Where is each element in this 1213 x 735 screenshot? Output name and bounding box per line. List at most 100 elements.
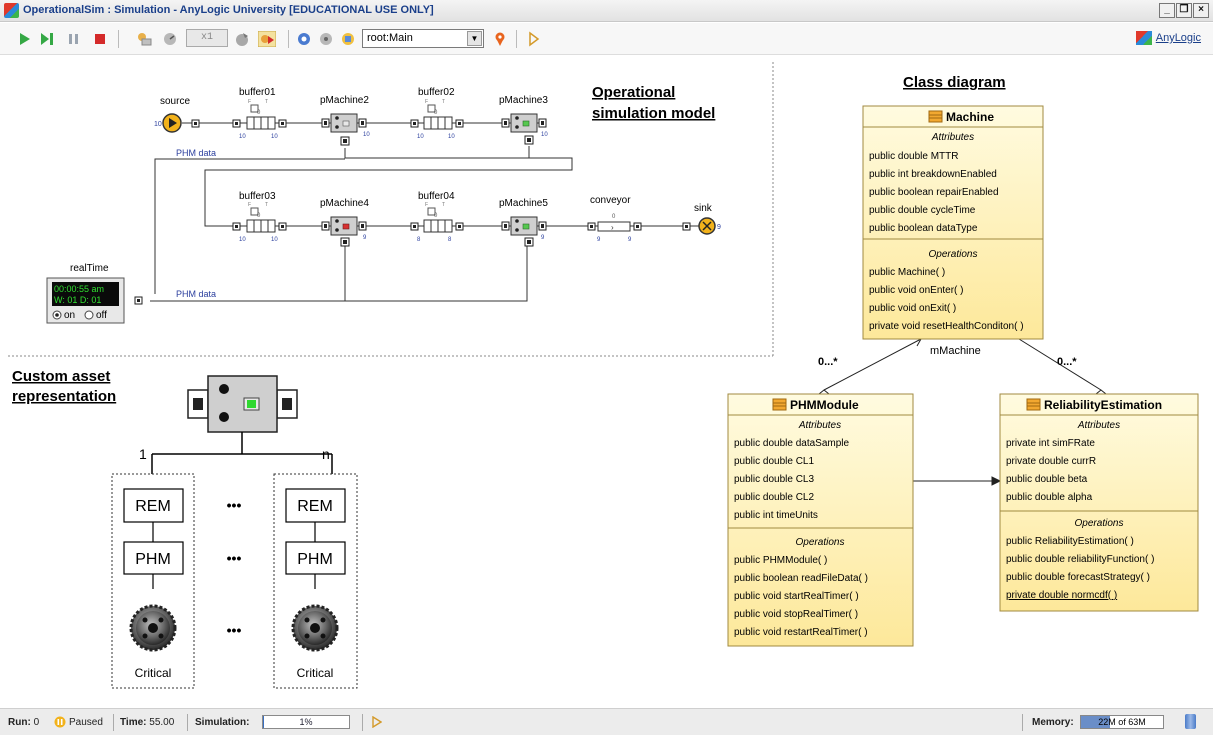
svg-text:10: 10 <box>541 132 548 138</box>
operation: public PHMModule( ) <box>734 555 827 566</box>
phm-label: PHM <box>135 551 171 568</box>
navigate-icon[interactable] <box>318 31 334 47</box>
buffer02-block[interactable]: buffer02 0 F T 10 10 <box>410 87 464 140</box>
svg-text:10: 10 <box>448 134 455 140</box>
pmachine2-label: pMachine2 <box>320 95 369 106</box>
attribute: public boolean dataType <box>869 223 978 234</box>
ellipsis-phm: ••• <box>227 550 242 566</box>
svg-text:0: 0 <box>257 213 261 219</box>
critical-label: Critical <box>297 666 334 680</box>
asset-machine-icon <box>151 375 333 474</box>
source-block[interactable]: source 10 <box>154 96 200 133</box>
on-label: on <box>64 310 75 321</box>
realtime-clock[interactable]: realTime 00:00:55 am W: 01 D: 01 on off <box>46 263 143 324</box>
toolbar-separator <box>516 30 517 48</box>
class-phmmodule[interactable]: PHMModule Attributes public double dataS… <box>727 393 914 647</box>
conveyor-block[interactable]: conveyor › 0 9 9 <box>587 195 642 243</box>
class-diagram-title: Class diagram <box>903 74 1006 91</box>
buffer04-label: buffer04 <box>418 191 455 202</box>
buffer02-label: buffer02 <box>418 87 455 98</box>
model-canvas[interactable]: PHM data PHM data source 10 buffer01 0 F… <box>0 56 1213 706</box>
association-name: mMachine <box>930 345 981 357</box>
paused-label: Paused <box>69 717 103 728</box>
play-icon <box>169 118 177 128</box>
svg-text:10: 10 <box>271 134 278 140</box>
sink-block[interactable]: sink 9 <box>682 203 721 235</box>
operation: public double reliabilityFunction( ) <box>1006 554 1154 565</box>
pmachine4-block[interactable]: pMachine4 9 <box>320 198 369 247</box>
class-reliabilityestimation[interactable]: ReliabilityEstimation Attributes private… <box>999 393 1199 612</box>
slowdown-icon[interactable] <box>136 31 152 47</box>
maximize-button[interactable]: ❐ <box>1176 3 1192 18</box>
zoom-field[interactable]: x1 <box>186 29 228 47</box>
view-selector[interactable]: root:Main ▼ <box>362 29 484 48</box>
off-radio[interactable] <box>84 310 94 320</box>
pause-icon[interactable] <box>68 31 80 47</box>
operations-header: Operations <box>796 537 845 548</box>
pmachine2-block[interactable]: pMachine2 10 <box>320 95 370 146</box>
rem-label: REM <box>297 498 333 515</box>
step-icon[interactable] <box>40 31 56 47</box>
pmachine5-block[interactable]: pMachine5 9 <box>499 198 548 247</box>
custom-asset-title-line1: Custom asset <box>12 368 110 385</box>
svg-text:0: 0 <box>612 214 616 220</box>
run-step-icon[interactable] <box>372 716 382 728</box>
pmachine4-label: pMachine4 <box>320 198 369 209</box>
play-icon[interactable] <box>18 31 32 47</box>
association-links <box>823 338 1102 486</box>
off-label: off <box>96 310 107 321</box>
anylogic-logo-icon <box>1135 31 1152 45</box>
svg-text:9: 9 <box>717 224 721 231</box>
conveyor-label: conveyor <box>590 195 631 206</box>
pmachine5-label: pMachine5 <box>499 198 548 209</box>
window-title: OperationalSim : Simulation - AnyLogic U… <box>23 4 434 16</box>
asset-count-n: n <box>322 446 330 462</box>
speedup-icon[interactable] <box>234 31 250 47</box>
attribute: public double beta <box>1006 474 1088 485</box>
operation: private double normcdf( ) <box>1006 590 1117 601</box>
attribute: private double currR <box>1006 456 1096 467</box>
run-step-icon[interactable] <box>528 31 540 47</box>
realtime-mode-icon[interactable] <box>258 31 276 47</box>
model-icon[interactable] <box>296 31 312 47</box>
phm-data-links <box>150 146 573 302</box>
status-separator <box>113 714 114 731</box>
map-pin-icon[interactable] <box>492 31 508 47</box>
pmachine3-block[interactable]: pMachine3 10 <box>499 95 548 145</box>
buffer03-block[interactable]: buffer03 0 F T 10 10 <box>232 191 287 243</box>
stop-icon[interactable] <box>94 31 106 47</box>
close-button[interactable]: × <box>1193 3 1209 18</box>
garbage-collect-icon[interactable] <box>1185 714 1196 729</box>
operation: public void onExit( ) <box>869 303 956 314</box>
status-separator <box>1022 714 1023 731</box>
paused-icon <box>54 716 66 728</box>
ellipsis-gear: ••• <box>227 622 242 638</box>
multiplicity-right: 0...* <box>1057 356 1077 368</box>
class-icon <box>1026 398 1041 411</box>
operation: public void restartRealTimer( ) <box>734 627 868 638</box>
class-machine[interactable]: Machine Attributes public double MTTR pu… <box>862 105 1044 340</box>
model-title-line1: Operational <box>592 84 675 101</box>
svg-text:T: T <box>442 99 445 105</box>
minimize-button[interactable]: _ <box>1159 3 1175 18</box>
memory-usage: 22M of 63M <box>1080 715 1164 729</box>
anylogic-app-icon <box>4 3 19 18</box>
buffer04-block[interactable]: buffer04 0 F T 8 8 <box>410 191 464 243</box>
brand-link[interactable]: AnyLogic <box>1135 31 1201 45</box>
title-bar: OperationalSim : Simulation - AnyLogic U… <box>0 0 1213 22</box>
attribute: public double CL1 <box>734 456 814 467</box>
clock-day: W: 01 D: 01 <box>54 295 101 305</box>
chevron-right-icon: › <box>611 223 614 232</box>
attribute: public double dataSample <box>734 438 850 449</box>
attributes-header: Attributes <box>931 132 974 143</box>
speed-icon[interactable] <box>162 31 178 47</box>
attribute: public int timeUnits <box>734 510 818 521</box>
toolbar-separator <box>288 30 289 48</box>
operation: public Machine( ) <box>869 267 945 278</box>
home-view-icon[interactable] <box>340 31 356 47</box>
buffer01-block[interactable]: buffer01 0 F T 10 10 <box>232 87 287 140</box>
class-name: Machine <box>946 110 994 124</box>
chevron-down-icon[interactable]: ▼ <box>467 31 482 46</box>
simulation-label: Simulation: <box>195 717 250 728</box>
attribute: public double MTTR <box>869 151 958 162</box>
